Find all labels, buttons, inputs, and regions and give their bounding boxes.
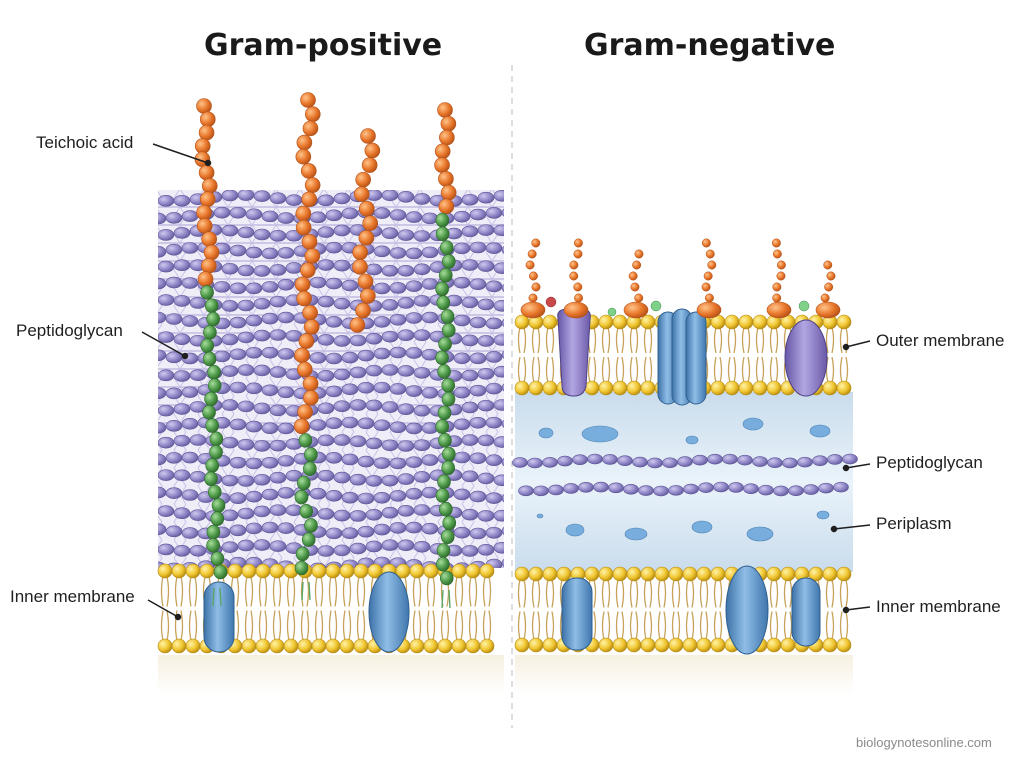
label-inner-membrane-left: Inner membrane (10, 587, 135, 606)
gn-inner-membrane-proteins (561, 565, 821, 655)
label-peptidoglycan-left: Peptidoglycan (16, 321, 123, 340)
gp-membrane-proteins (203, 571, 410, 653)
gn-peptidoglycan (512, 453, 858, 497)
label-peptidoglycan-right: Peptidoglycan (876, 453, 983, 472)
title-gram-positive: Gram-positive (204, 28, 443, 63)
label-periplasm: Periplasm (876, 514, 952, 533)
right-shadow (515, 655, 853, 695)
gn-periplasm-particles (536, 417, 831, 542)
label-inner-membrane-right: Inner membrane (876, 597, 1001, 616)
label-outer-membrane: Outer membrane (876, 331, 1005, 350)
left-shadow (158, 655, 504, 695)
leader-lines (141, 143, 871, 621)
gn-outer-membrane-proteins (557, 308, 828, 406)
gn-lipopolysaccharide-chains (520, 238, 841, 319)
label-teichoic-acid: Teichoic acid (36, 133, 134, 152)
gp-teichoic-acid-chains (194, 92, 457, 609)
source-credit: biologynotesonline.com (856, 735, 992, 750)
gn-periplasm (515, 392, 853, 572)
title-gram-negative: Gram-negative (584, 28, 836, 63)
